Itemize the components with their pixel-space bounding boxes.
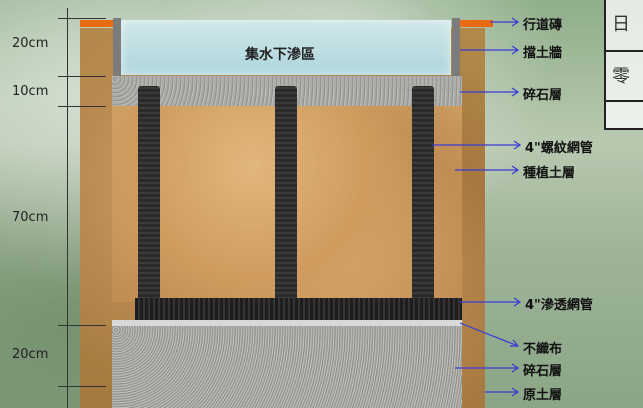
callout-native-soil: 原土層 (523, 388, 563, 403)
dimension-tick (58, 18, 106, 19)
table-cell: 日 (612, 14, 630, 35)
table-cell: 零 (612, 66, 630, 87)
corrugated-pipe-1 (138, 86, 160, 302)
table-row: 日 (606, 0, 643, 52)
corrugated-pipe-3 (412, 86, 434, 302)
callout-gravel-top: 碎石層 (523, 88, 563, 103)
dimension-tick (58, 76, 106, 77)
dimension-label-bottom: 20cm (12, 347, 49, 362)
dimension-label-gravel: 10cm (12, 84, 49, 99)
gravel-layer-bottom (112, 326, 462, 408)
callout-corrugated-pipe: 4"螺紋網管 (525, 141, 593, 156)
perforated-pipe (135, 298, 462, 320)
nonwoven-fabric (112, 320, 462, 326)
dimension-line (67, 8, 68, 408)
callout-retaining-wall: 擋土牆 (523, 46, 563, 61)
table-row: 零 (606, 50, 643, 102)
retaining-wall-right (452, 18, 460, 76)
paver-right (455, 20, 493, 27)
callout-planting-soil: 種植土層 (523, 166, 576, 181)
dimension-tick (58, 386, 106, 387)
corrugated-pipe-2 (275, 86, 297, 302)
callout-paver: 行道磚 (523, 18, 563, 33)
callout-gravel-bottom: 碎石層 (523, 364, 563, 379)
callout-nonwoven: 不織布 (523, 342, 563, 357)
paver-left (80, 20, 120, 27)
arrow-fabric (459, 322, 519, 347)
infiltration-zone (121, 20, 451, 75)
table-fragment: 日 零 (604, 0, 643, 130)
dimension-label-paver: 20cm (12, 36, 49, 51)
infiltration-zone-label: 集水下滲區 (245, 47, 315, 63)
retaining-wall-left (113, 18, 121, 76)
dimension-tick (58, 325, 106, 326)
dimension-tick (58, 106, 106, 107)
callout-perforated-pipe: 4"滲透網管 (525, 298, 593, 313)
dimension-label-soil: 70cm (12, 210, 49, 225)
